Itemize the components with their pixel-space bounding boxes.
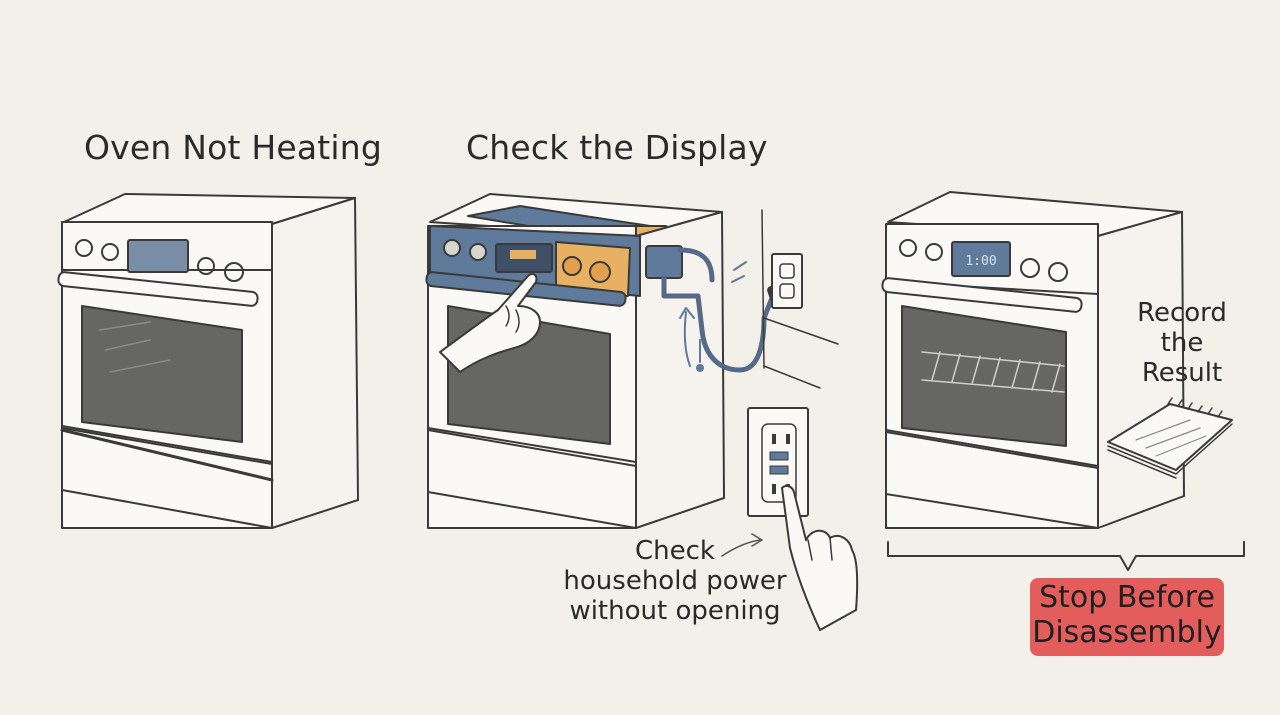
knob-icon	[589, 261, 611, 283]
knob-icon	[925, 243, 943, 261]
knob-icon	[224, 262, 244, 282]
arrow-icon	[679, 307, 695, 367]
knob-icon	[562, 256, 582, 276]
oven-not-heating-illustration	[57, 193, 359, 529]
knob-icon	[197, 257, 215, 275]
record-result-note: Record the Result	[1126, 298, 1238, 388]
panel-1-title: Oven Not Heating	[84, 128, 383, 167]
stop-line: Stop Before	[1039, 580, 1215, 615]
record-note-line: Result	[1141, 358, 1223, 388]
pointing-hand-icon	[439, 273, 541, 373]
knob-icon	[75, 239, 93, 257]
power-note-line: without opening	[569, 596, 781, 626]
knob-icon	[1020, 258, 1040, 278]
pressing-hand-icon	[781, 484, 859, 631]
knob-icon	[101, 243, 119, 261]
check-display-illustration	[425, 193, 859, 631]
notepad-icon	[1107, 403, 1233, 471]
gfci-reset-button	[769, 465, 789, 475]
record-result-illustration	[881, 191, 1233, 529]
oven-door-handle	[57, 271, 259, 307]
knob-icon	[443, 239, 461, 257]
wall-outlet	[771, 253, 803, 309]
knob-icon	[1048, 262, 1068, 282]
oven-drawer	[427, 429, 637, 529]
oven-display-blank	[127, 239, 189, 273]
power-check-note: Check household power without opening	[558, 536, 792, 626]
power-cord-box	[645, 245, 683, 279]
oven-drawer	[61, 427, 273, 529]
summary-bracket	[887, 541, 1245, 571]
arrow-icon	[731, 261, 747, 283]
panel-3-display-readout: 1:00	[965, 254, 996, 269]
oven-rack	[921, 351, 1065, 393]
oven-window	[81, 305, 243, 443]
oven-side-panel	[271, 197, 359, 529]
record-note-line: the	[1160, 328, 1204, 358]
oven-window	[901, 305, 1067, 447]
stop-warning-badge	[1030, 578, 1224, 656]
panel-2-title: Check the Display	[466, 128, 768, 167]
record-note-line: Record	[1137, 298, 1227, 328]
stop-line: Disassembly	[1032, 615, 1222, 650]
oven-drawer	[885, 431, 1099, 529]
power-note-line: household power	[563, 566, 787, 596]
gfci-test-button	[769, 451, 789, 461]
stop-warning-text: Stop Before Disassembly	[1030, 580, 1224, 650]
oven-door-handle	[881, 277, 1083, 313]
knob-icon	[899, 239, 917, 257]
power-note-line: Check	[635, 536, 715, 566]
curved-arrow-icon	[721, 533, 763, 557]
knob-icon	[469, 243, 487, 261]
oven-display-on	[951, 241, 1011, 277]
